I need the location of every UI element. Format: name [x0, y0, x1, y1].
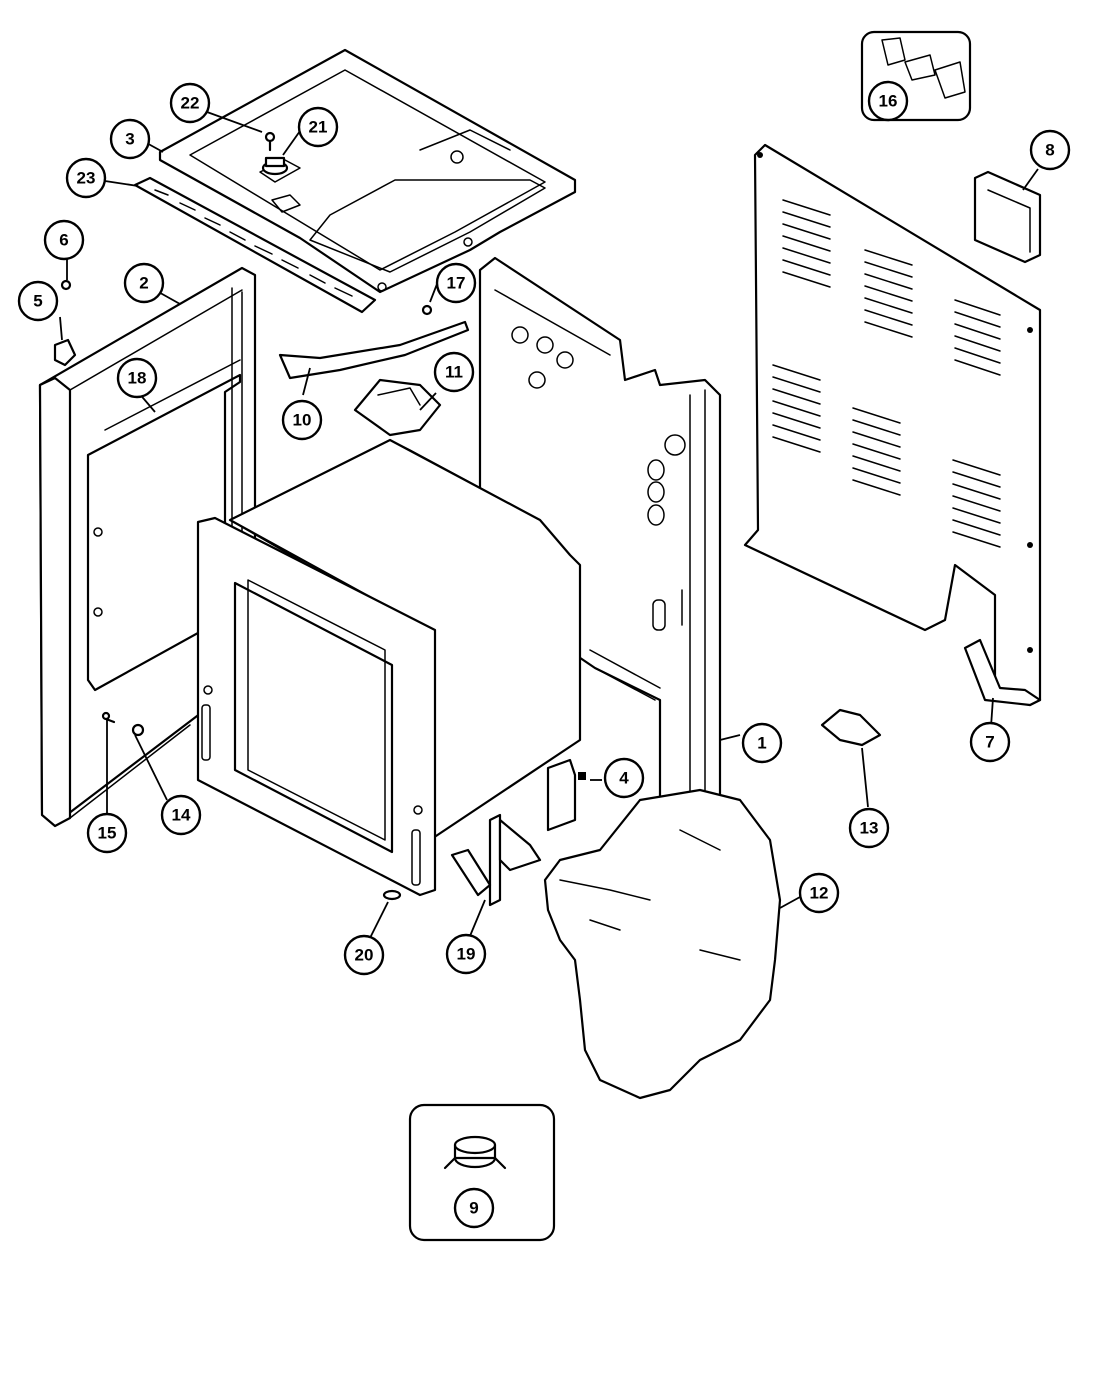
part-22-screw	[264, 131, 276, 152]
svg-text:20: 20	[355, 946, 374, 965]
svg-text:14: 14	[172, 806, 191, 825]
part-19-hinge	[450, 813, 542, 907]
part-12-insulation	[543, 788, 782, 1100]
svg-text:23: 23	[77, 169, 96, 188]
part-8-bracket	[973, 170, 1042, 264]
svg-text:8: 8	[1045, 141, 1054, 160]
svg-text:16: 16	[879, 92, 898, 111]
callout-6: 6	[43, 219, 85, 261]
svg-text:13: 13	[860, 819, 879, 838]
part-1-right-side-panel	[478, 256, 722, 834]
svg-text:18: 18	[128, 369, 147, 388]
callout-23: 23	[65, 157, 107, 199]
callout-18: 18	[116, 357, 158, 399]
callout-15: 15	[86, 812, 128, 854]
callout-5: 5	[17, 280, 59, 322]
callout-4: 4	[603, 757, 645, 799]
part-4-clip	[546, 758, 586, 832]
callout-17: 17	[435, 262, 477, 304]
callout-1: 1	[741, 722, 783, 764]
callout-19: 19	[445, 933, 487, 975]
svg-text:1: 1	[757, 734, 766, 753]
svg-text:3: 3	[125, 130, 134, 149]
part-20-screw	[382, 889, 402, 901]
callout-3: 3	[109, 118, 151, 160]
svg-text:11: 11	[445, 363, 463, 382]
callout-11: 11	[433, 351, 475, 393]
leader-lines	[59, 111, 1039, 939]
callout-9: 9	[453, 1187, 495, 1229]
part-11-latch	[353, 378, 442, 437]
part-10-bracket	[278, 320, 470, 380]
oven-cavity	[196, 438, 582, 897]
callout-7: 7	[969, 721, 1011, 763]
svg-text:21: 21	[309, 118, 328, 137]
svg-text:2: 2	[139, 274, 148, 293]
part-9-inset	[408, 1103, 556, 1242]
part-5-clip	[53, 338, 77, 367]
svg-text:15: 15	[98, 824, 117, 843]
svg-text:19: 19	[457, 945, 476, 964]
svg-text:6: 6	[59, 231, 68, 250]
svg-text:5: 5	[33, 292, 42, 311]
svg-text:12: 12	[810, 884, 829, 903]
callout-22: 22	[169, 82, 211, 124]
svg-text:9: 9	[469, 1199, 478, 1218]
callout-16: 16	[867, 80, 909, 122]
callout-8: 8	[1029, 129, 1071, 171]
callout-10: 10	[281, 399, 323, 441]
svg-text:4: 4	[619, 769, 629, 788]
callout-21: 21	[297, 106, 339, 148]
part-21-thermostat	[261, 156, 289, 176]
callout-14: 14	[160, 794, 202, 836]
svg-text:17: 17	[447, 274, 466, 293]
callout-12: 12	[798, 872, 840, 914]
part-14-nut	[131, 723, 145, 737]
part-13-bracket	[820, 708, 882, 747]
svg-text:22: 22	[181, 94, 200, 113]
svg-text:7: 7	[985, 733, 994, 752]
part-7-rear-panel	[743, 143, 1042, 707]
callout-13: 13	[848, 807, 890, 849]
part-15-screw	[101, 711, 116, 724]
svg-text:10: 10	[293, 411, 312, 430]
callout-20: 20	[343, 934, 385, 976]
part-17-screw	[421, 304, 433, 316]
callout-2: 2	[123, 262, 165, 304]
part-23-front-strip	[133, 176, 377, 314]
part-6-screw	[60, 279, 72, 291]
part-3-top-panel	[158, 48, 577, 294]
